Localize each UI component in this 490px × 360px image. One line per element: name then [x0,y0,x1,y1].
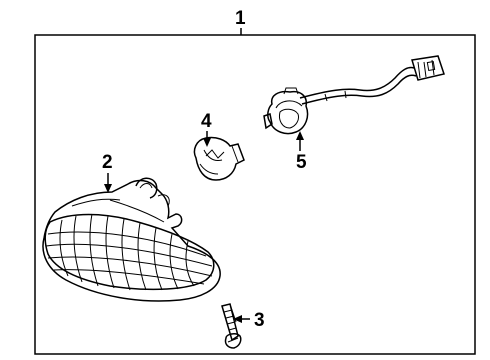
callout-label-5: 5 [296,152,307,173]
callout-4: 4 [201,111,212,147]
bulb [193,136,245,181]
callout-1: 1 [235,8,246,35]
callout-2: 2 [102,152,113,193]
screw [221,303,242,349]
callout-label-3: 3 [254,310,265,331]
turn-signal-lamp [42,177,221,302]
callout-5: 5 [296,131,307,173]
callout-3: 3 [233,310,265,331]
callout-label-1: 1 [235,8,246,29]
assembly-frame [34,34,476,355]
callout-label-4: 4 [201,111,212,132]
bulb-socket-harness [263,55,445,135]
callout-label-2: 2 [102,152,113,173]
